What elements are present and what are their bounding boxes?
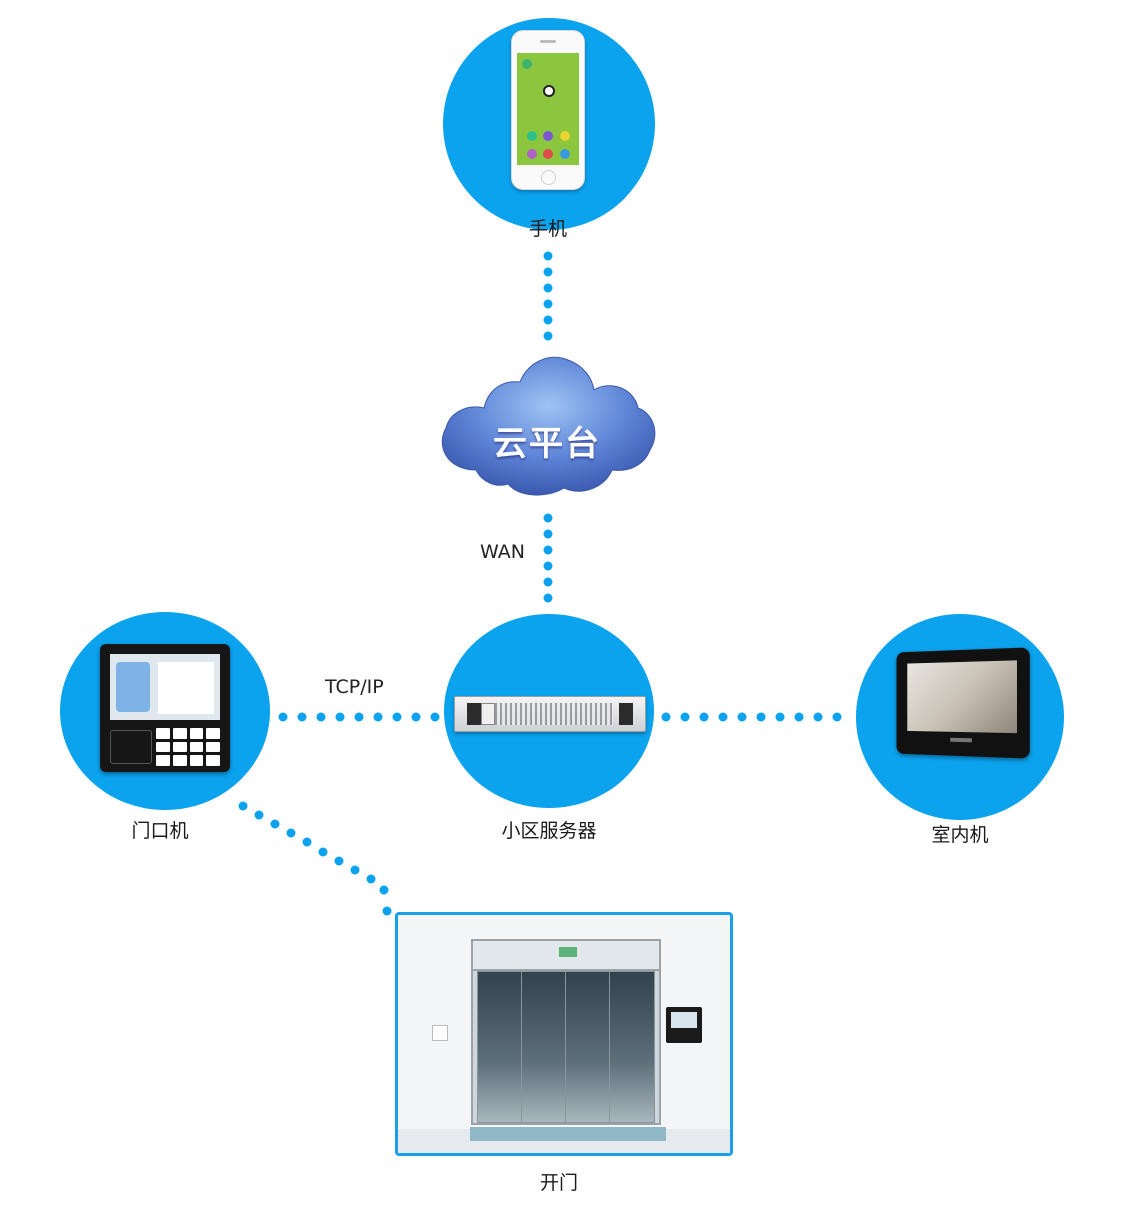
server-icon [454,696,646,732]
indoor-unit-label: 室内机 [931,824,989,846]
cloud-icon [441,356,656,496]
server-label: 小区服务器 [501,820,597,842]
phone-icon [511,30,585,190]
door-station-node [60,612,270,810]
door-station-icon [100,644,230,772]
phone-label: 手机 [528,218,567,240]
cloud-label: 云平台 [493,424,601,464]
indoor-unit-node [856,614,1064,820]
glass-door [471,939,661,1125]
tcp-ip-label: TCP/IP [325,676,384,698]
link-server-indoor [661,712,842,722]
cloud-platform-node: 云平台 [436,350,658,500]
link-phone-cloud [543,251,553,341]
door-label: 开门 [539,1172,578,1194]
server-node [444,614,654,808]
door-photo [395,912,733,1156]
wan-label: WAN [480,541,525,563]
phone-node [443,18,655,230]
link-door-server [278,712,440,722]
wall-door-station [666,1007,702,1043]
indoor-monitor-icon [896,647,1030,759]
door-station-label: 门口机 [131,820,189,842]
link-door-station-door [238,801,392,916]
link-cloud-server [543,513,553,603]
